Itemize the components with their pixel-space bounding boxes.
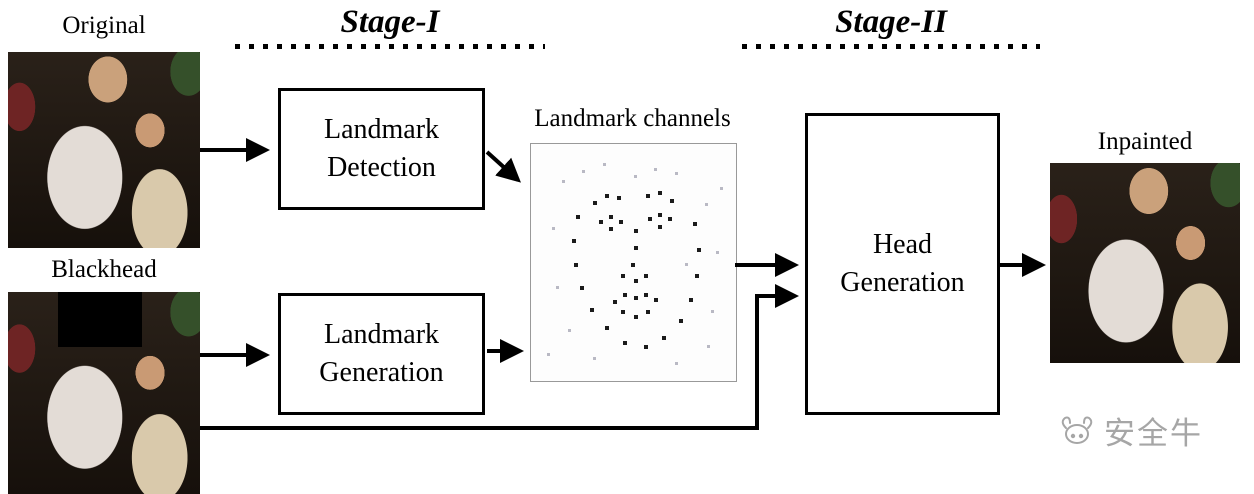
landmark-dot [574, 262, 579, 267]
landmark-dot [654, 298, 658, 303]
landmark-dot [643, 274, 648, 279]
blackhead-mask [57, 292, 143, 347]
landmark-dot [623, 293, 628, 298]
landmark-detection-box: Landmark Detection [278, 88, 485, 210]
landmark-dot [645, 309, 650, 314]
landmark-dot [633, 279, 638, 284]
landmark-dot [668, 217, 673, 222]
landmark-dot [695, 274, 699, 279]
inpainted-photo [1050, 163, 1240, 363]
landmark-detection-label: Landmark Detection [323, 114, 440, 183]
landmark-dot [670, 198, 675, 203]
landmark-dot [608, 226, 613, 231]
landmark-dot [576, 215, 581, 220]
original-label: Original [62, 12, 146, 39]
landmark-dot [633, 295, 638, 300]
landmark-dot [619, 219, 624, 224]
stage2-dotted-line [742, 44, 1040, 49]
landmark-dot [572, 238, 576, 243]
cow-logo-icon [1061, 416, 1093, 444]
landmark-dot [633, 245, 638, 250]
landmark-dot [662, 335, 667, 340]
landmark-dot [621, 309, 626, 314]
landmark-dot [643, 345, 648, 350]
landmark-dot [647, 217, 652, 222]
stage1-title: Stage-I [340, 4, 440, 40]
landmark-dot [658, 224, 663, 229]
landmark-dot [633, 229, 638, 234]
landmark-generation-box: Landmark Generation [278, 293, 485, 415]
landmark-dot [590, 307, 595, 312]
landmark-dot [623, 340, 628, 345]
landmark-dot [580, 286, 585, 291]
landmark-dot [631, 262, 636, 267]
landmark-generation-label: Landmark Generation [319, 319, 444, 388]
stage2-title: Stage-II [835, 4, 947, 40]
landmark-dot [608, 215, 613, 220]
landmark-dot [621, 274, 626, 279]
landmark-dot [613, 300, 617, 305]
head-generation-label: Head Generation [840, 229, 965, 298]
landmark-dot [678, 319, 683, 324]
landmark-channels-panel [530, 143, 737, 382]
watermark-text: 安全牛 [1104, 416, 1203, 452]
landmark-dot [604, 326, 609, 331]
landmark-dot [688, 298, 693, 303]
stage1-dotted-line [235, 44, 545, 49]
head-generation-box: Head Generation [805, 113, 1000, 415]
landmark-dot [697, 248, 702, 253]
original-photo [8, 52, 200, 248]
landmark-channels-label: Landmark channels [534, 105, 731, 132]
landmark-dot [658, 191, 663, 196]
arrow-detection-to-channels [485, 150, 521, 183]
watermark: 安全牛 [1056, 408, 1203, 453]
landmark-dot [643, 293, 648, 298]
landmark-dot [617, 196, 622, 201]
landmark-dot [604, 193, 609, 198]
inpainted-label: Inpainted [1097, 128, 1193, 155]
blackhead-label: Blackhead [51, 256, 157, 283]
blackhead-photo [8, 292, 200, 494]
landmark-dot [692, 222, 697, 227]
landmark-dot [633, 314, 638, 319]
landmark-dot [598, 219, 603, 224]
landmark-dot [645, 193, 650, 198]
landmark-dot [592, 200, 597, 205]
landmark-dot [658, 212, 663, 217]
